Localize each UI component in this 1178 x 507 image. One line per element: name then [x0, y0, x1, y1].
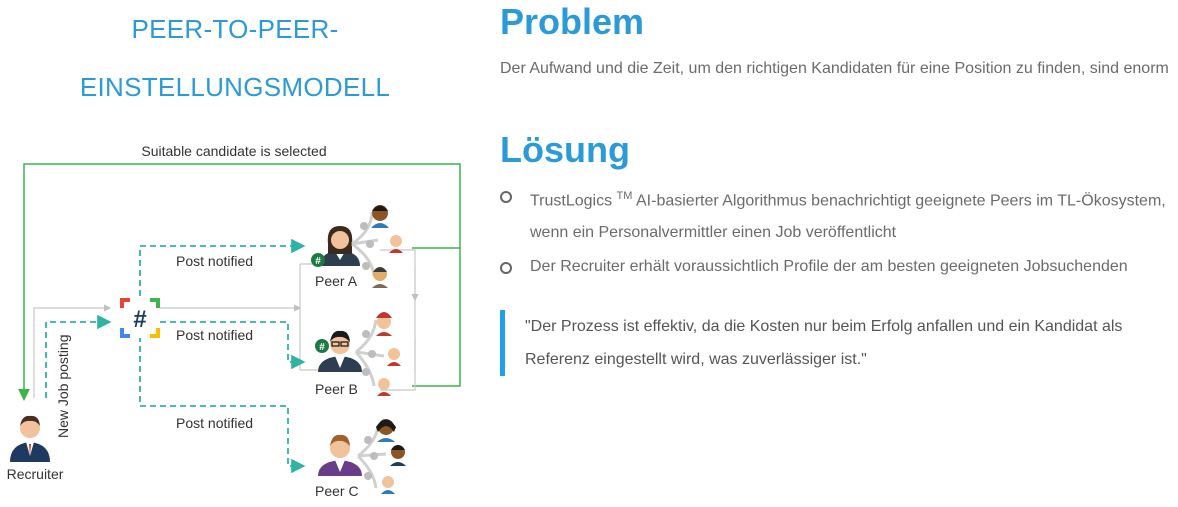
post-notified-label-b: Post notified: [176, 327, 253, 343]
solution-item-1-text-start: TrustLogics: [530, 192, 617, 210]
circle-bullet-icon: [500, 262, 512, 275]
diagram-title-line-1: PEER-TO-PEER-: [131, 14, 339, 44]
circle-bullet-icon: [500, 191, 512, 203]
peer-b-contact-2-icon: [387, 348, 401, 366]
peer-b-avatar-icon: [318, 330, 362, 372]
post-notified-label-a: Post notified: [176, 253, 253, 269]
post-notified-label-c: Post notified: [176, 415, 253, 431]
solution-item-1: TrustLogics TM AI-basierter Algorithmus …: [500, 180, 1170, 249]
peer-to-peer-diagram: Suitable candidate is selected Post noti…: [7, 143, 461, 499]
recruiter-label: Recruiter: [7, 466, 64, 482]
peer-b-contact-1-icon: [376, 312, 392, 336]
peer-c-avatar-icon: [318, 434, 362, 476]
problem-text: Der Aufwand und die Zeit, um den richtig…: [500, 60, 1169, 77]
peer-c-label: Peer C: [315, 483, 359, 499]
diagram-title-line-2: EINSTELLUNGSMODELL: [79, 72, 391, 102]
solution-item-1-text-end: AI-basierter Algorithmus benachrichtigt …: [530, 192, 1166, 242]
peer-a-hash-badge-text: #: [315, 256, 321, 267]
peer-a-contact-2-icon: [389, 235, 403, 253]
selected-candidate-label: Suitable candidate is selected: [141, 143, 326, 159]
solution-heading: Lösung: [500, 129, 630, 170]
peer-c-contact-3-icon: [381, 476, 395, 494]
peer-a-avatar-icon: [320, 226, 360, 266]
hash-logo-icon: #: [120, 298, 160, 338]
peer-c-contact-1-icon: [376, 419, 396, 442]
peer-b-label: Peer B: [315, 381, 358, 397]
peer-a-label: Peer A: [315, 273, 358, 289]
solution-item-2-text: Der Recruiter erhält voraussichtlich Pro…: [530, 258, 1128, 276]
solution-list: TrustLogics TM AI-basierter Algorithmus …: [500, 180, 1170, 285]
peer-c-contact-2-icon: [390, 445, 406, 466]
solution-item-2: Der Recruiter erhält voraussichtlich Pro…: [500, 251, 1170, 283]
peer-b-hash-badge-icon: [315, 339, 329, 353]
peer-a-hash-badge-icon: [311, 253, 325, 267]
problem-heading: Problem: [500, 1, 645, 42]
recruiter-avatar-icon: [10, 415, 50, 462]
peer-a-contact-1-icon: [371, 205, 389, 228]
new-job-posting-label: New Job posting: [55, 334, 71, 438]
trademark-sup: TM: [616, 190, 633, 202]
dashed-notification-lines: [45, 238, 306, 474]
peer-a-contact-3-icon: [372, 267, 388, 288]
peer-a-network-nodes: [360, 222, 374, 270]
peer-c-network-nodes: [364, 436, 378, 480]
peer-b-hash-badge-text: #: [319, 342, 325, 353]
testimonial-quote: "Der Prozess ist effektiv, da die Kosten…: [500, 310, 1178, 376]
selected-feedback-line: [24, 163, 461, 398]
hash-logo-text: #: [133, 306, 146, 333]
peer-b-contact-3-icon: [377, 378, 391, 396]
peer-b-network-nodes: [362, 330, 376, 376]
grey-connection-lines: [33, 249, 419, 398]
